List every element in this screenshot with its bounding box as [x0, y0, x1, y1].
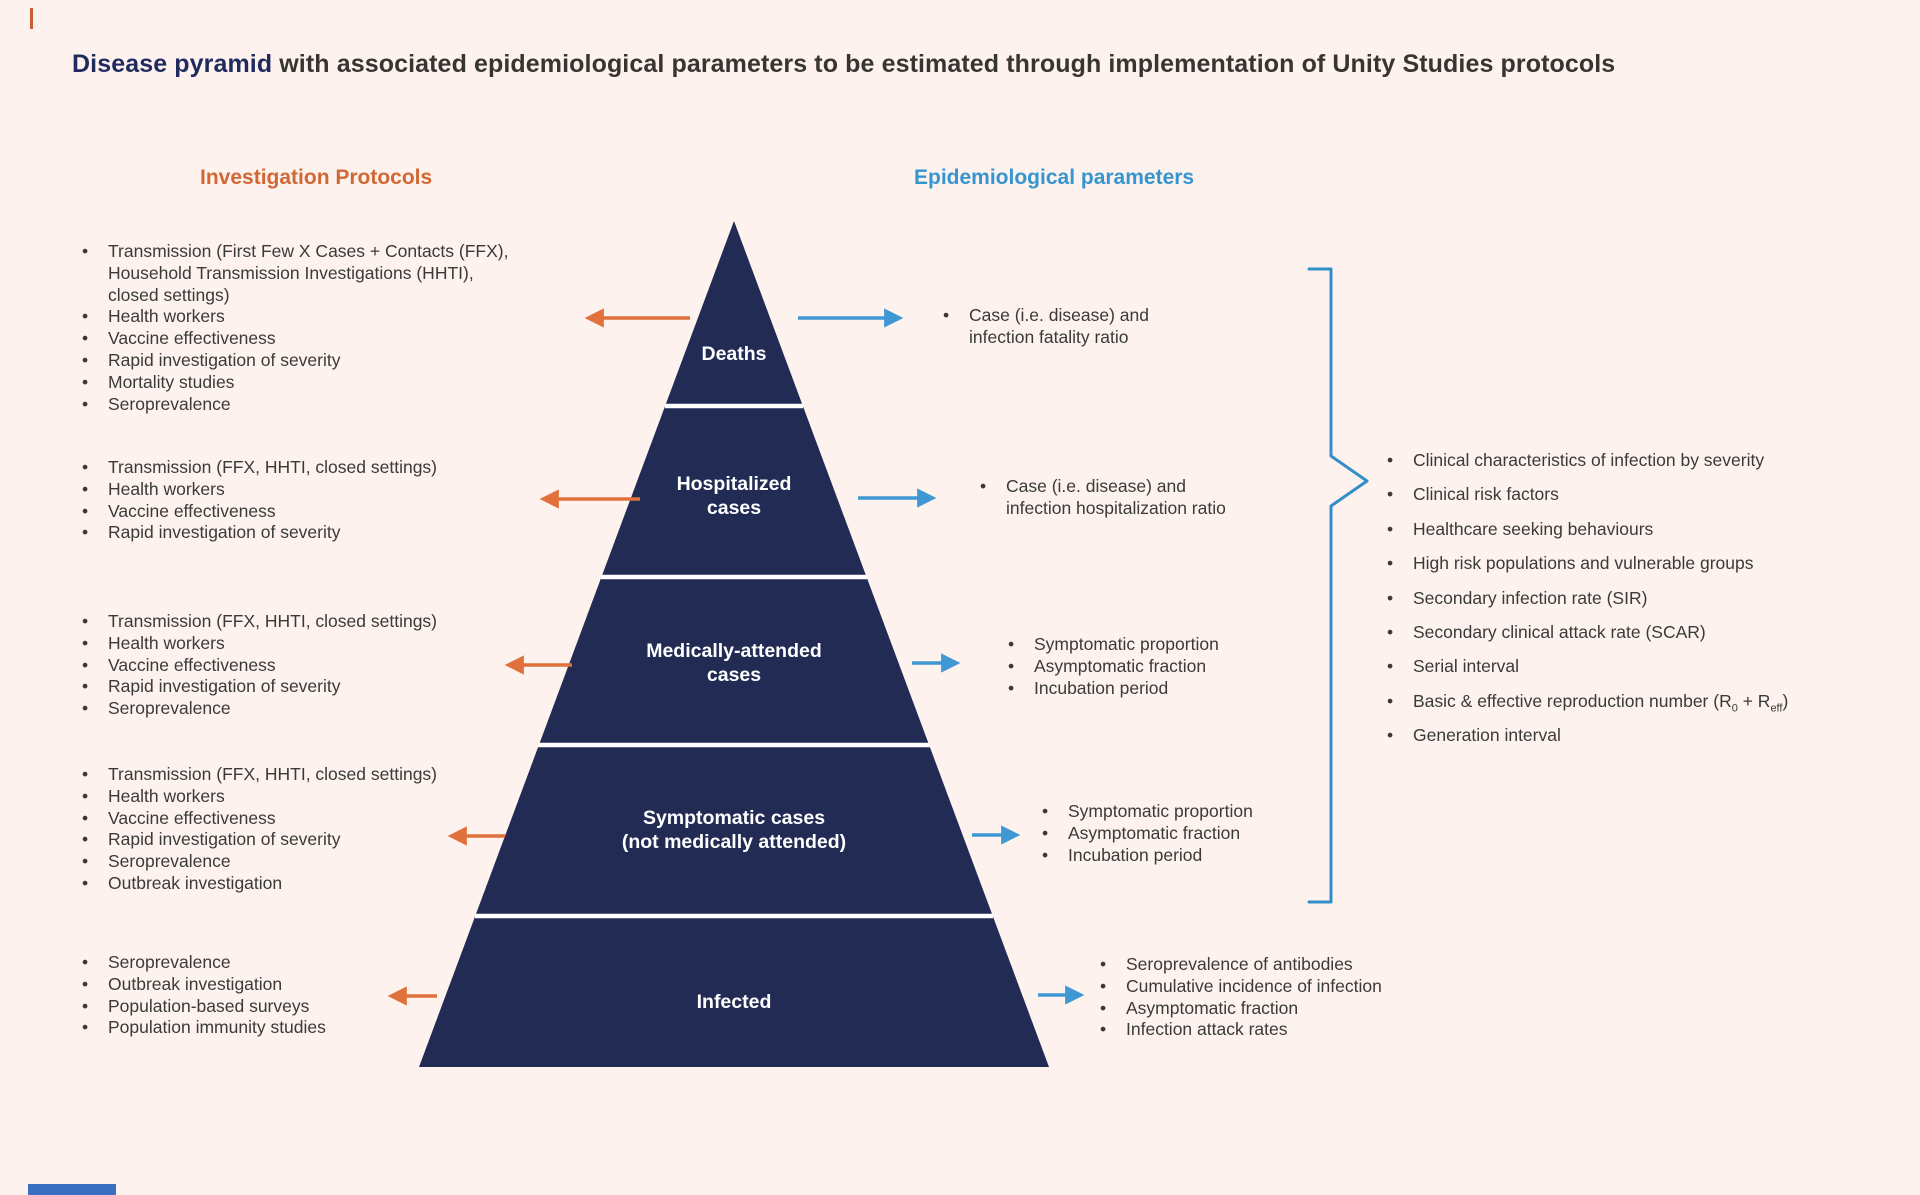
pyramid-level-deaths-label: Deaths: [701, 343, 767, 365]
parameter-list-hospitalized: Case (i.e. disease) and infection hospit…: [976, 476, 1276, 520]
column-header-investigation-protocols: Investigation Protocols: [200, 166, 433, 189]
parameter-list-medically-attended: Symptomatic proportion Asymptomatic frac…: [1004, 634, 1284, 699]
list-item: Vaccine effectiveness: [78, 808, 548, 830]
list-item: Population immunity studies: [78, 1017, 548, 1039]
r-number-pre: Basic & effective reproduction number (R: [1413, 690, 1732, 711]
list-item: Health workers: [78, 306, 548, 328]
list-item: Seroprevalence: [78, 394, 548, 416]
list-item: Outbreak investigation: [78, 974, 548, 996]
list-item: Serial interval: [1383, 656, 1903, 678]
list-item: Health workers: [78, 633, 548, 655]
pyramid-level-symptomatic-line2: (not medically attended): [621, 831, 847, 853]
list-item: Generation interval: [1383, 725, 1903, 747]
list-item-reproduction-number: Basic & effective reproduction number (R…: [1383, 690, 1903, 715]
list-item: Clinical risk factors: [1383, 484, 1903, 506]
list-item: Incubation period: [1038, 845, 1318, 867]
list-item: Incubation period: [1004, 678, 1284, 700]
list-item: Seroprevalence: [78, 698, 548, 720]
list-item: Case (i.e. disease) and infection hospit…: [976, 476, 1276, 520]
list-item: High risk populations and vulnerable gro…: [1383, 553, 1903, 575]
list-item: Rapid investigation of severity: [78, 350, 548, 372]
list-item: Rapid investigation of severity: [78, 829, 548, 851]
pyramid-shape: [419, 221, 1049, 1067]
column-header-epidemiological-parameters: Epidemiological parameters: [914, 166, 1195, 189]
protocol-list-symptomatic: Transmission (FFX, HHTI, closed settings…: [78, 764, 548, 895]
list-item: Seroprevalence: [78, 851, 548, 873]
list-item: Mortality studies: [78, 372, 548, 394]
list-item: Cumulative incidence of infection: [1096, 976, 1426, 998]
list-item: Outbreak investigation: [78, 873, 548, 895]
r-number-sub0: 0: [1731, 702, 1738, 715]
r-number-mid: + R: [1737, 690, 1771, 711]
list-item: Transmission (First Few X Cases + Contac…: [78, 241, 548, 306]
page-edge-bar: [28, 1184, 116, 1195]
list-item: Seroprevalence: [78, 952, 548, 974]
list-item: Asymptomatic fraction: [1096, 998, 1426, 1020]
protocol-list-hospitalized: Transmission (FFX, HHTI, closed settings…: [78, 457, 548, 544]
list-item: Symptomatic proportion: [1038, 801, 1318, 823]
page-edge-mark: [30, 8, 33, 29]
list-item: Symptomatic proportion: [1004, 634, 1284, 656]
list-item: Transmission (FFX, HHTI, closed settings…: [78, 764, 548, 786]
pyramid-level-symptomatic-label: Symptomatic cases (not medically attende…: [584, 806, 884, 854]
list-item: Rapid investigation of severity: [78, 522, 548, 544]
list-item: Transmission (FFX, HHTI, closed settings…: [78, 611, 548, 633]
list-item: Health workers: [78, 479, 548, 501]
parameter-list-deaths: Case (i.e. disease) and infection fatali…: [939, 305, 1199, 349]
list-item: Health workers: [78, 786, 548, 808]
list-item: Vaccine effectiveness: [78, 328, 548, 350]
list-item: Secondary clinical attack rate (SCAR): [1383, 622, 1903, 644]
pyramid-level-symptomatic-line1: Symptomatic cases: [642, 807, 826, 829]
page-title: Disease pyramid with associated epidemio…: [72, 50, 1772, 79]
parameter-list-symptomatic: Symptomatic proportion Asymptomatic frac…: [1038, 801, 1318, 866]
list-item: Rapid investigation of severity: [78, 676, 548, 698]
pyramid-level-hospitalized-label: Hospitalized cases: [676, 473, 792, 519]
list-item: Infection attack rates: [1096, 1019, 1426, 1041]
page-title-rest: with associated epidemiological paramete…: [272, 50, 1616, 78]
list-item: Seroprevalence of antibodies: [1096, 954, 1426, 976]
protocol-list-medically-attended: Transmission (FFX, HHTI, closed settings…: [78, 611, 548, 720]
list-item: Secondary infection rate (SIR): [1383, 588, 1903, 610]
brace: [1307, 267, 1369, 904]
general-parameter-list: Clinical characteristics of infection by…: [1383, 450, 1903, 760]
list-item: Vaccine effectiveness: [78, 501, 548, 523]
page-title-emphasis: Disease pyramid: [72, 50, 273, 78]
r-number-post: ): [1782, 690, 1789, 711]
protocol-list-deaths: Transmission (First Few X Cases + Contac…: [78, 241, 548, 415]
protocol-list-infected: Seroprevalence Outbreak investigation Po…: [78, 952, 548, 1039]
r-number-subeff: eff: [1770, 702, 1783, 715]
list-item: Asymptomatic fraction: [1004, 656, 1284, 678]
list-item: Asymptomatic fraction: [1038, 823, 1318, 845]
list-item: Vaccine effectiveness: [78, 655, 548, 677]
parameter-list-infected: Seroprevalence of antibodies Cumulative …: [1096, 954, 1426, 1041]
list-item: Case (i.e. disease) and infection fatali…: [939, 305, 1199, 349]
list-item: Clinical characteristics of infection by…: [1383, 450, 1903, 472]
list-item: Healthcare seeking behaviours: [1383, 519, 1903, 541]
list-item: Transmission (FFX, HHTI, closed settings…: [78, 457, 548, 479]
pyramid-level-medically-attended-label: Medically-attended cases: [646, 640, 822, 686]
pyramid-level-infected-label: Infected: [696, 991, 772, 1013]
list-item: Population-based surveys: [78, 996, 548, 1018]
